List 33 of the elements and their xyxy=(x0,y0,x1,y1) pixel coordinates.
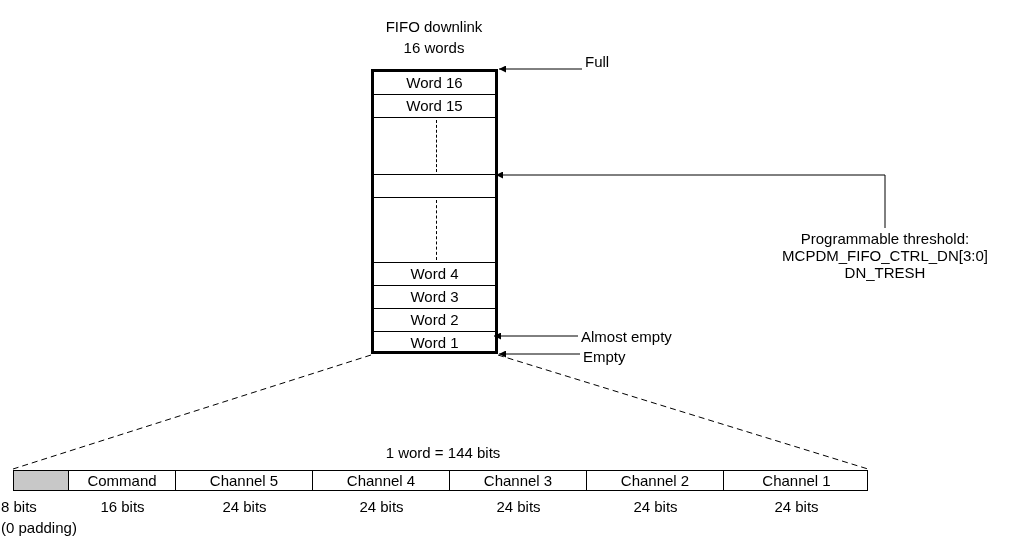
bit-count: 24 bits xyxy=(221,497,268,517)
projection-line xyxy=(497,354,869,470)
pointer-label: Programmable threshold: MCPDM_FIFO_CTRL_DN[3:0] DN_TRESH xyxy=(760,230,1010,281)
field-cell: Command xyxy=(69,471,176,490)
field-cell: Channel 2 xyxy=(587,471,724,490)
bit-count: 24 bits xyxy=(632,497,679,517)
word-row: Word 16 xyxy=(374,72,495,95)
bit-count: 24 bits xyxy=(495,497,542,517)
word-row: Word 3 xyxy=(374,286,495,309)
pointer-label: Almost empty xyxy=(581,328,672,345)
word-row: Word 1 xyxy=(374,332,495,357)
pointer-label: Full xyxy=(585,53,610,70)
field-cell-text: Channel 1 xyxy=(761,471,832,490)
bit-count: 16 bits xyxy=(99,497,146,517)
field-cell: Channel 4 xyxy=(313,471,450,490)
word-row: Word 15 xyxy=(374,95,495,118)
pointer-arrow xyxy=(493,332,579,340)
field-cell: Channel 5 xyxy=(176,471,313,490)
bit-count: 24 bits xyxy=(773,497,820,517)
word-row: Word 4 xyxy=(374,263,495,286)
pointer-arrow xyxy=(498,350,581,358)
word-row: Word 2 xyxy=(374,309,495,332)
empty-slot xyxy=(374,118,495,175)
projection-line xyxy=(12,354,372,470)
pointer-arrow xyxy=(498,65,583,73)
fifo-title: FIFO downlink 16 words xyxy=(384,17,484,58)
empty-slot xyxy=(374,198,495,263)
bit-count: 24 bits xyxy=(358,497,405,517)
pointer-arrow xyxy=(495,171,886,229)
word-size-title: 1 word = 144 bits xyxy=(384,444,502,461)
bit-count: 8 bits (0 padding) xyxy=(1,497,78,538)
field-cell: Channel 3 xyxy=(450,471,587,490)
pointer-label: Empty xyxy=(583,348,626,365)
